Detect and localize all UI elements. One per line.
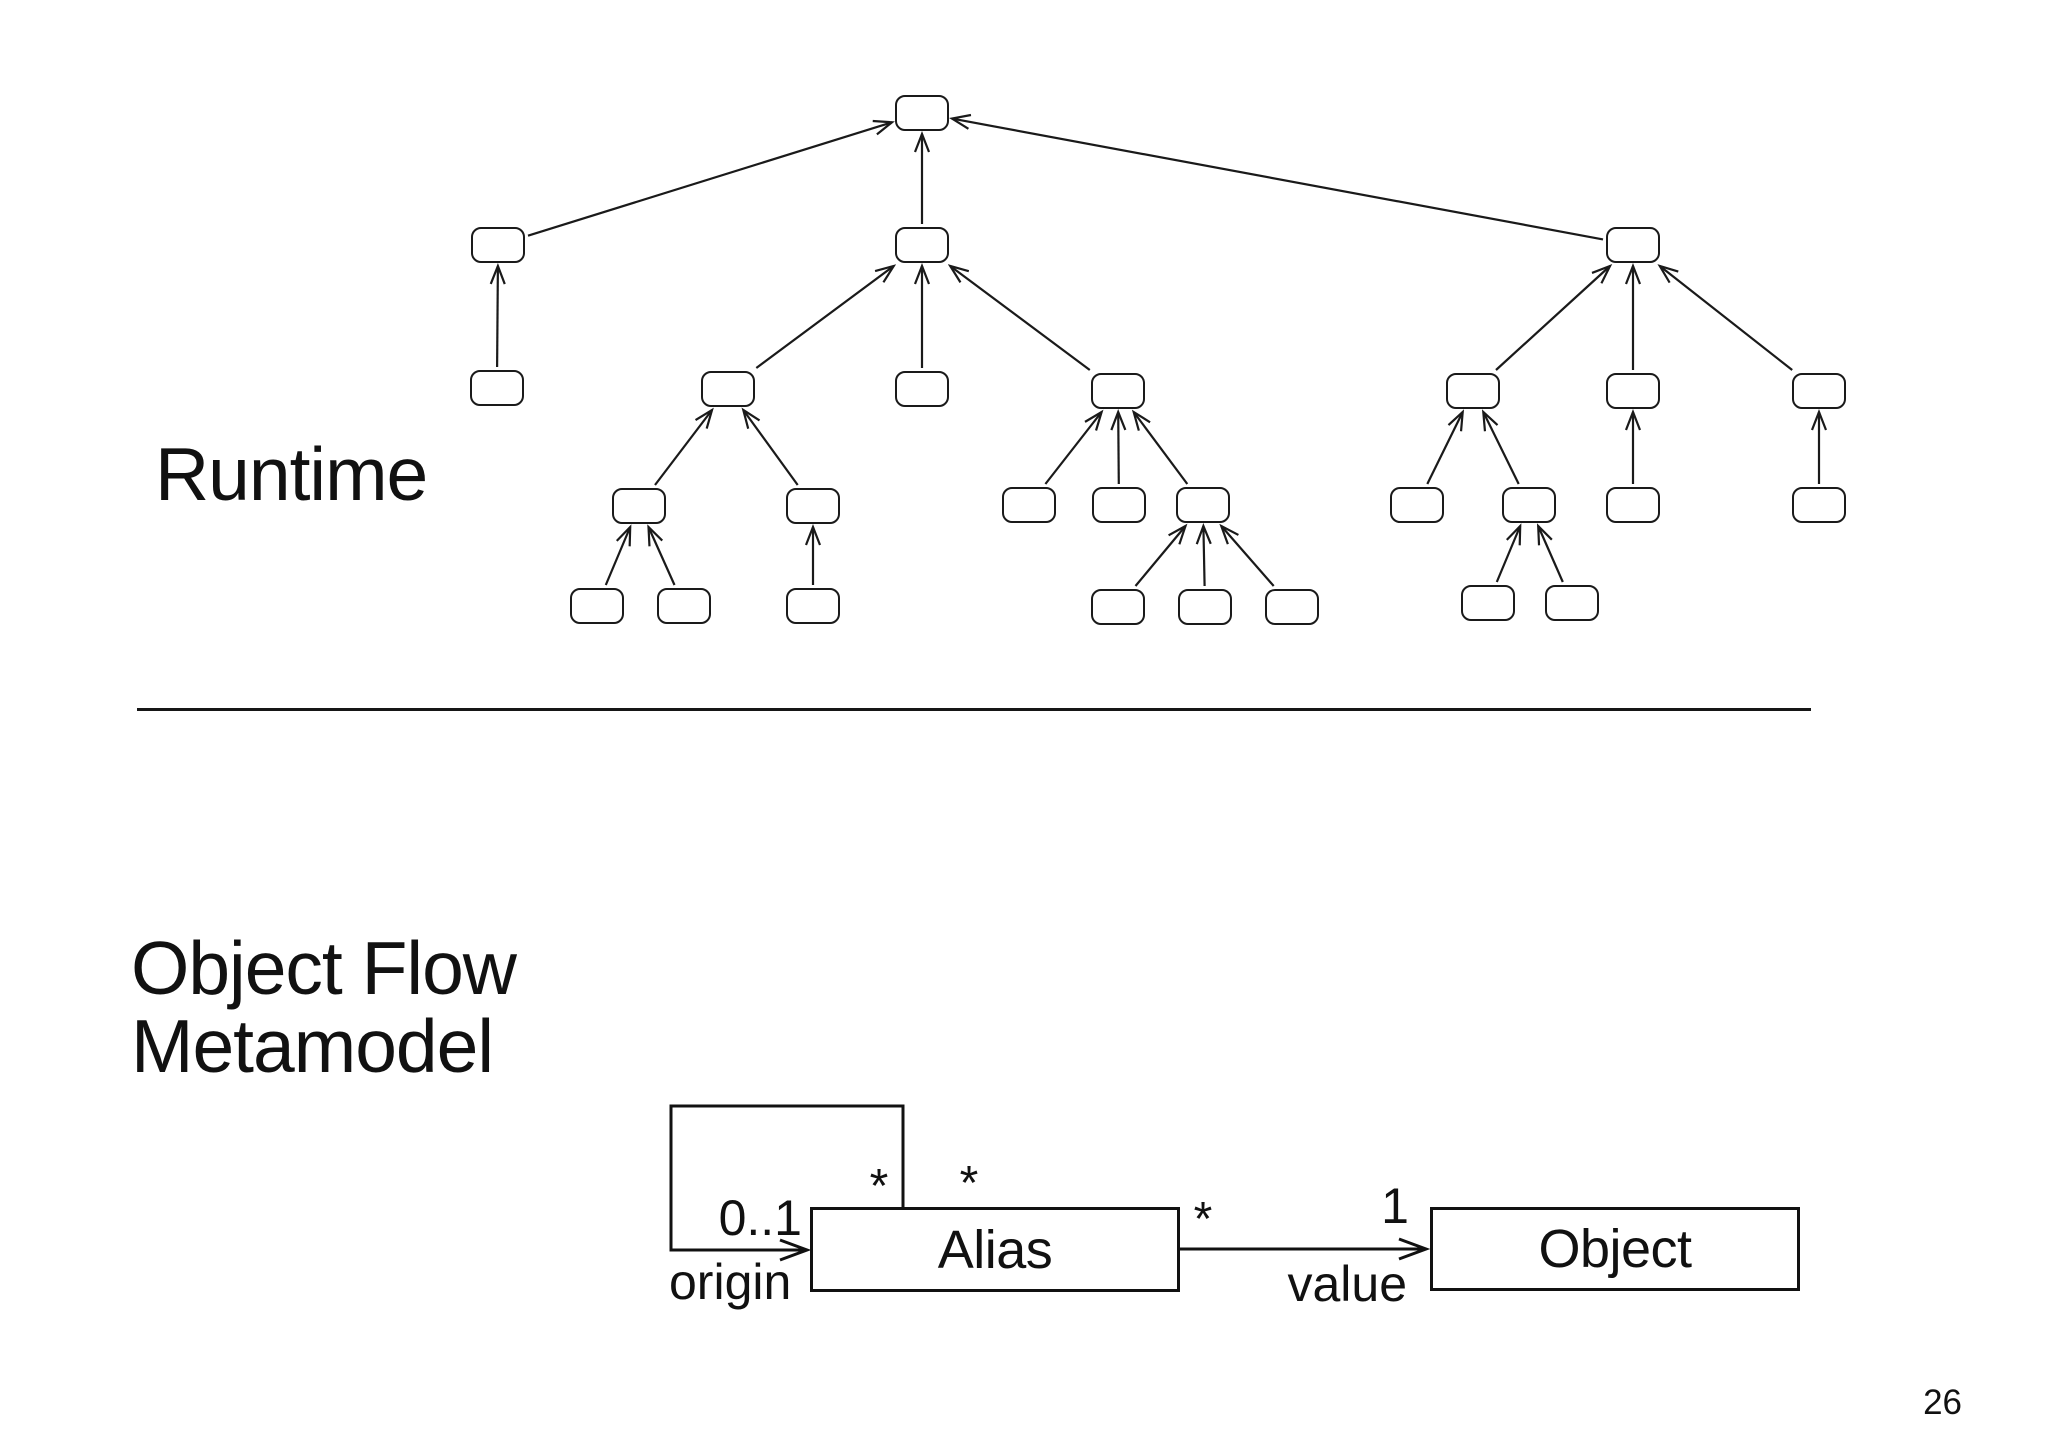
tree-edge: [1483, 412, 1520, 485]
object-class-name: Object: [1538, 1219, 1692, 1279]
origin-multiplicity-label: 0..1: [718, 1190, 802, 1246]
tree-edge: [1134, 412, 1189, 485]
tree-node-b: [895, 227, 949, 263]
self-association-star-right: *: [959, 1157, 979, 1210]
metamodel-label-line2: Metamodel: [131, 1004, 494, 1088]
tree-edge: [1118, 412, 1119, 485]
tree-node-b2: [895, 371, 949, 407]
tree-edge: [649, 527, 676, 586]
tree-node-b3c: [1176, 487, 1230, 523]
tree-node-c1b1: [1461, 585, 1515, 621]
value-association-star: *: [1193, 1193, 1213, 1246]
tree-edge: [1203, 526, 1204, 587]
tree-node-c2a: [1606, 487, 1660, 523]
tree-node-b3: [1091, 373, 1145, 409]
tree-edge: [755, 266, 893, 369]
tree-node-b3c3: [1265, 589, 1319, 625]
tree-edge: [1495, 266, 1610, 371]
tree-node-c3a: [1792, 487, 1846, 523]
tree-edge: [654, 410, 712, 486]
value-role-label: value: [1287, 1256, 1407, 1312]
object-class-box: Object: [1430, 1207, 1800, 1291]
tree-node-c1: [1446, 373, 1500, 409]
tree-edge: [527, 122, 892, 237]
tree-edge: [1426, 412, 1462, 485]
tree-node-c1a: [1390, 487, 1444, 523]
tree-edge: [1221, 526, 1275, 587]
tree-node-c1b: [1502, 487, 1556, 523]
tree-node-b3c1: [1091, 589, 1145, 625]
section-divider: [137, 708, 1811, 711]
tree-edge: [1495, 526, 1520, 583]
tree-edge: [950, 266, 1091, 371]
tree-node-c1b2: [1545, 585, 1599, 621]
tree-edge: [604, 527, 630, 586]
alias-class-box: Alias: [810, 1207, 1180, 1292]
tree-node-c: [1606, 227, 1660, 263]
tree-node-b1a: [612, 488, 666, 524]
tree-node-a: [471, 227, 525, 263]
page-number: 26: [1923, 1383, 1962, 1422]
metamodel-label: Object Flow Metamodel: [131, 926, 517, 1088]
tree-node-b1: [701, 371, 755, 407]
tree-edge: [1660, 266, 1793, 371]
tree-edge: [497, 266, 498, 368]
tree-edge: [1134, 526, 1186, 587]
origin-role-label: origin: [669, 1254, 792, 1310]
alias-class-name: Alias: [937, 1219, 1053, 1280]
tree-node-b1a2: [657, 588, 711, 624]
tree-node-b3b: [1092, 487, 1146, 523]
tree-node-root: [895, 95, 949, 131]
tree-node-b1a1: [570, 588, 624, 624]
metamodel-label-line1: Object Flow: [131, 926, 517, 1010]
tree-node-b1b: [786, 488, 840, 524]
tree-edge: [1538, 526, 1564, 583]
value-multiplicity-label: 1: [1381, 1178, 1409, 1234]
tree-node-a1: [470, 370, 524, 406]
tree-edge: [743, 410, 799, 486]
self-association-star-left: *: [869, 1160, 889, 1213]
runtime-label: Runtime: [155, 432, 428, 516]
tree-node-b3c2: [1178, 589, 1232, 625]
tree-node-c2: [1606, 373, 1660, 409]
tree-edge: [952, 119, 1604, 241]
tree-node-b1b1: [786, 588, 840, 624]
tree-node-b3a: [1002, 487, 1056, 523]
tree-node-c3: [1792, 373, 1846, 409]
tree-edge: [1044, 412, 1101, 485]
